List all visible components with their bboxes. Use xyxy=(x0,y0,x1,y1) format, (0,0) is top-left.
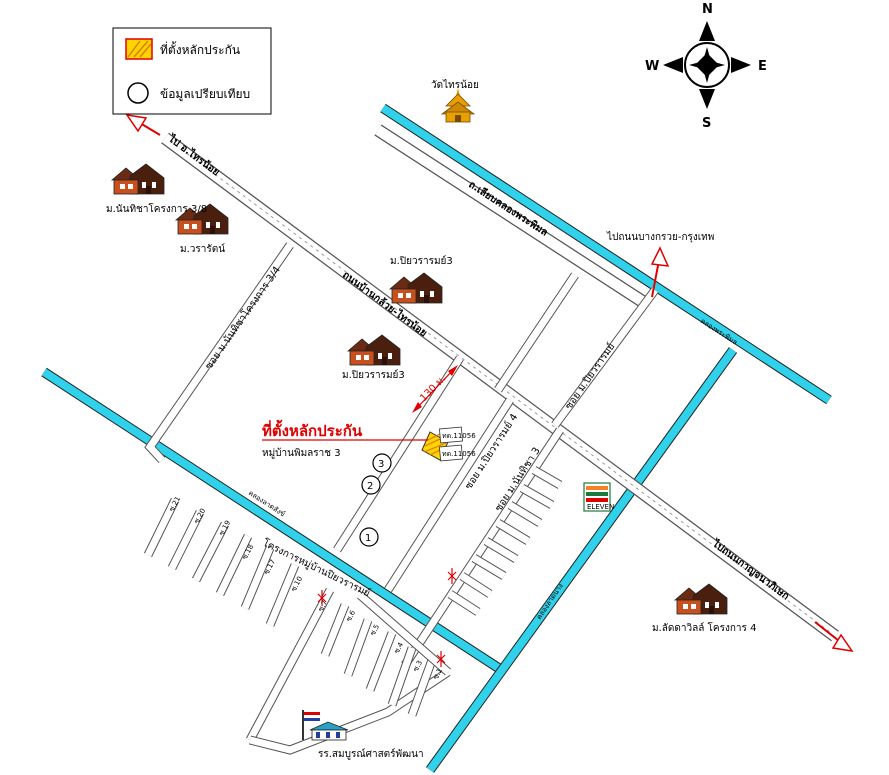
village-label-wararat: ม.วรารัตน์ xyxy=(180,243,225,255)
arrow-130m xyxy=(412,365,458,413)
legend-comparison-label: ข้อมูลเปรียบเทียบ xyxy=(160,87,250,102)
village-label-piyawaram-a: ม.ปิยวรารมย์3 xyxy=(390,255,453,267)
village-label-ladda: ม.ลัดดาวิลล์ โครงการ 4 xyxy=(652,621,756,634)
comparison-number: 3 xyxy=(378,459,384,470)
soi-number-labels: ซ.21 ซ.20 ซ.19 ซ.18 ซ.17 ซ.10 ซ.7 ซ.6 ซ.… xyxy=(168,495,444,681)
arrow-to-bang-kruai xyxy=(650,246,670,298)
soi-label: ซ.20 xyxy=(193,507,208,525)
canal-label-lat-nang: คลองลาดนาง xyxy=(535,582,565,621)
arrow-to-kanchanaphisek xyxy=(814,621,854,653)
soi-roads xyxy=(143,242,659,755)
soi-label: ซ.19 xyxy=(218,519,233,537)
property-marker: ทด.11056 ทด.11056 ที่ตั้งหลักประกัน หมู่… xyxy=(262,419,476,462)
temple-label: วัดไทรน้อย xyxy=(431,79,479,91)
road-label-soi-nanthida-3: ซอย ม.นันทิชา 3 xyxy=(493,446,542,514)
village-label-nanthida: ม.นันทิชาโครงการ 3/8 xyxy=(106,202,207,215)
soi-label: ซ.3 xyxy=(412,659,424,673)
deed-number-2: ทด.11056 xyxy=(442,450,476,458)
house-icon-piyawaram-a xyxy=(389,272,443,304)
compass-rose: N S W E xyxy=(645,2,767,131)
compass-north: N xyxy=(702,2,713,17)
comparison-point-3: 3 xyxy=(372,453,392,473)
legend-property-label: ที่ตั้งหลักประกัน xyxy=(160,41,240,57)
comparison-point-2: 2 xyxy=(361,475,381,495)
canal-lat-sang xyxy=(41,367,503,674)
comparison-number: 2 xyxy=(367,481,373,492)
road-label-to-kanchanaphisek: ไปถนนกาญจนาภิเษก xyxy=(709,536,792,602)
canal-phra-phimon xyxy=(380,103,832,405)
comparison-number: 1 xyxy=(365,533,371,544)
road-label-to-bang-kruai: ไปถนนบางกรวย-กรุงเทพ xyxy=(606,231,714,243)
road-label-soi-nanthida-34: ซอย ม.นันทิชาโครงการ 3/4 xyxy=(202,264,283,372)
arrow-to-sai-noi xyxy=(125,113,161,136)
bridge-markers xyxy=(317,568,457,667)
legend: ที่ตั้งหลักประกัน ข้อมูลเปรียบเทียบ xyxy=(112,27,272,115)
house-icon-piyawaram-b xyxy=(347,334,401,366)
legend-comparison-swatch xyxy=(127,82,149,104)
village-label-piyawaram-b: ม.ปิยวรารมย์3 xyxy=(342,369,405,381)
canal-lat-nang xyxy=(425,347,738,773)
compass-west: W xyxy=(645,59,659,74)
seven-eleven-icon: ELEVEN xyxy=(583,482,614,512)
road-label-to-sai-noi: ไป อ.ไทรน้อย xyxy=(165,131,222,178)
compass-east: E xyxy=(758,59,767,74)
road-liap-khlong xyxy=(374,124,652,311)
school-label: รร.สมบูรณ์ศาสตร์พัฒนา xyxy=(318,748,424,760)
school-icon xyxy=(302,710,349,741)
deed-number-1: ทด.11056 xyxy=(442,432,476,440)
property-label: ที่ตั้งหลักประกัน xyxy=(262,419,363,440)
seven-eleven-text: ELEVEN xyxy=(587,503,614,511)
house-icon-ladda xyxy=(674,583,728,615)
comparison-point-1: 1 xyxy=(359,527,379,547)
compass-south: S xyxy=(702,116,711,131)
house-icon-nanthida xyxy=(111,163,165,195)
property-village-label: หมู่บ้านพิมลราช 3 xyxy=(262,447,341,459)
soi-label: ซ.4 xyxy=(393,641,406,655)
road-label-soi-piyawaram: ซอย ม.ปิยวรารมย์ xyxy=(563,341,618,412)
soi-label: ซ.21 xyxy=(168,495,183,513)
temple-icon xyxy=(440,88,476,123)
